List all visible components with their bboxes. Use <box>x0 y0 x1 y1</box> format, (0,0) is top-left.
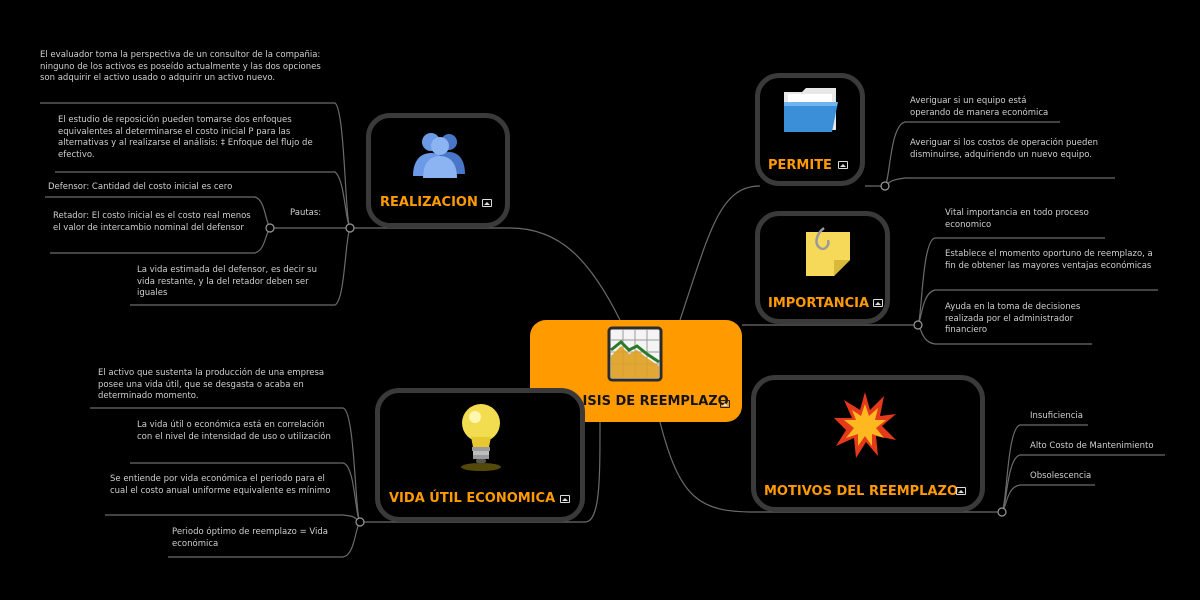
node-motivos[interactable]: MOTIVOS DEL REEMPLAZO <box>751 375 985 512</box>
central-node[interactable]: ANALISIS DE REEMPLAZO <box>530 320 742 422</box>
lightbulb-icon <box>461 404 501 471</box>
permite-item-2: Averiguar si los costos de operación pue… <box>910 138 1098 160</box>
motivos-item-1: Insuficiencia <box>1030 411 1083 421</box>
junction-importancia <box>913 320 923 330</box>
image-badge-icon[interactable] <box>482 199 492 207</box>
link-central-vida <box>584 421 601 523</box>
importancia-item-2: Establece el momento oportuno de reempla… <box>945 249 1153 271</box>
image-badge-icon[interactable] <box>956 487 966 495</box>
realizacion-item-1: El evaluador toma la perspectiva de un c… <box>40 50 321 83</box>
folder-icon <box>784 88 838 132</box>
link-central-realizacion <box>509 227 621 321</box>
link-central-permite <box>679 185 761 321</box>
vida-item-4: Periodo óptimo de reemplazo = Vida econó… <box>172 527 329 549</box>
node-vida-util[interactable]: VIDA ÚTIL ECONOMICA <box>375 388 585 522</box>
node-realizacion[interactable]: REALIZACION <box>366 113 510 228</box>
pautas-item-1: Defensor: Cantidad del costo inicial es … <box>48 182 233 192</box>
junction-motivos <box>997 507 1007 517</box>
explosion-icon <box>834 392 896 458</box>
realizacion-item-2: El estudio de reposición pueden tomarse … <box>58 115 313 160</box>
permite-item-1: Averiguar si un equipo está operando de … <box>910 96 1049 118</box>
node-title: VIDA ÚTIL ECONOMICA <box>389 491 556 506</box>
node-title: PERMITE <box>768 158 832 173</box>
pautas-label: Pautas: <box>290 208 322 218</box>
motivos-item-3: Obsolescencia <box>1030 471 1092 481</box>
image-badge-icon[interactable] <box>838 161 848 169</box>
node-title: IMPORTANCIA <box>768 296 870 311</box>
node-title: REALIZACION <box>380 195 478 210</box>
vida-item-3: Se entiende por vida económica el period… <box>110 474 331 496</box>
image-badge-icon[interactable] <box>560 495 570 503</box>
image-badge-icon[interactable] <box>873 299 883 307</box>
sticky-note-icon <box>806 227 850 276</box>
realizacion-item-3: La vida estimada del defensor, es decir … <box>137 265 317 298</box>
junction-vida <box>355 517 365 527</box>
node-permite[interactable]: PERMITE <box>755 73 865 186</box>
central-title: ANALISIS DE REEMPLAZO <box>543 394 729 409</box>
vida-item-1: El activo que sustenta la producción de … <box>98 368 325 401</box>
chart-icon <box>607 326 663 382</box>
vida-item-2: La vida útil o económica está en correla… <box>137 420 331 442</box>
pautas-item-2: Retador: El costo inicial es el costo re… <box>53 211 251 233</box>
link-central-motivos <box>659 421 756 513</box>
junction-permite <box>880 181 890 191</box>
junction-realizacion <box>345 223 355 233</box>
importancia-item-3: Ayuda en la toma de decisiones realizada… <box>945 302 1081 335</box>
junction-pautas <box>265 223 275 233</box>
node-importancia[interactable]: IMPORTANCIA <box>755 211 890 324</box>
users-icon <box>413 133 465 178</box>
node-title: MOTIVOS DEL REEMPLAZO <box>764 484 959 499</box>
image-badge-icon[interactable] <box>720 400 730 408</box>
importancia-item-1: Vital importancia en todo proceso econom… <box>945 208 1089 230</box>
motivos-item-2: Alto Costo de Mantenimiento <box>1030 441 1154 451</box>
